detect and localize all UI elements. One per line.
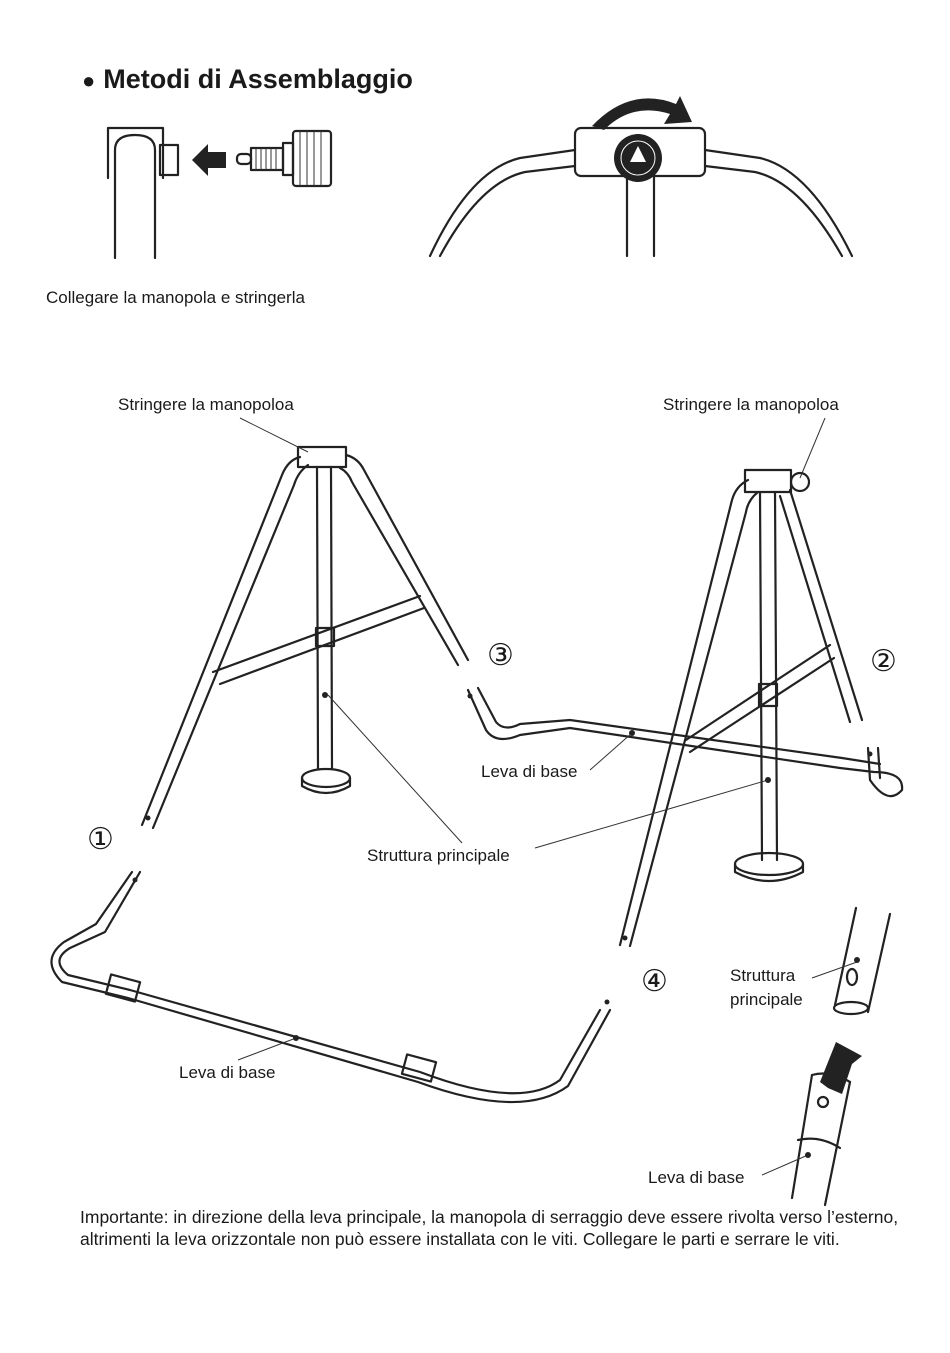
up-arrow-icon (820, 1042, 862, 1094)
title-text: Metodi di Assemblaggio (103, 64, 413, 94)
label-tighten-knob-left: Stringere la manopoloa (118, 395, 294, 414)
left-arrow-icon (192, 144, 226, 176)
right-main-frame (618, 468, 864, 948)
bracket-detail (106, 126, 180, 260)
label-detail-main-frame-1: Struttura (730, 966, 796, 985)
step-number-4: ④ (641, 965, 668, 998)
step-number-1: ① (87, 823, 114, 856)
title-bullet: ● (82, 68, 96, 93)
tube-insertion-detail (790, 906, 892, 1207)
left-main-frame (140, 445, 470, 830)
label-base-bar-right: Leva di base (481, 762, 578, 781)
label-tighten-knob-right: Stringere la manopoloa (663, 395, 839, 414)
bottom-base-bar (50, 870, 612, 1104)
page-title: ● Metodi di Assemblaggio (82, 64, 413, 95)
right-base-bar (466, 686, 904, 798)
step-number-3: ③ (487, 639, 514, 672)
label-main-frame: Struttura principale (367, 846, 510, 865)
label-base-bar-bottom: Leva di base (179, 1063, 276, 1082)
label-detail-main-frame-2: principale (730, 990, 803, 1009)
top-joint-detail (428, 126, 854, 258)
step-number-2: ② (870, 645, 897, 678)
rotate-arrow-icon (592, 96, 692, 130)
knob-detail (235, 129, 333, 188)
rivet-dots (132, 692, 873, 1158)
important-note: Importante: in direzione della leva prin… (80, 1207, 899, 1249)
leader-lines (237, 417, 858, 1176)
label-detail-base-bar: Leva di base (648, 1168, 745, 1187)
step-caption: Collegare la manopola e stringerla (46, 288, 305, 307)
